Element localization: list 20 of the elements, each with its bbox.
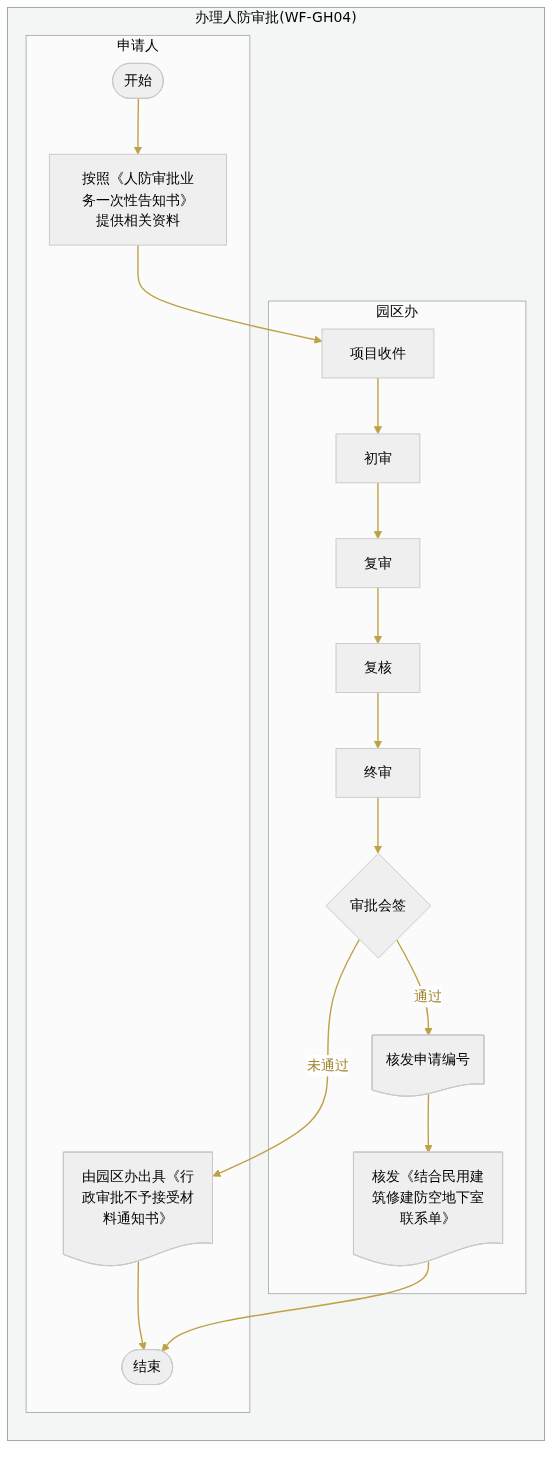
node-box: 项目收件 xyxy=(321,328,435,379)
node-box: 初审 xyxy=(335,433,421,484)
node-diamond: 审批会签 xyxy=(325,852,432,959)
node-box: 按照《人防审批业务一次性告知书》提供相关资料 xyxy=(48,153,227,246)
arrow xyxy=(212,938,360,1177)
node-box: 复审 xyxy=(335,538,421,589)
arrow xyxy=(373,482,383,540)
arrow xyxy=(424,1093,433,1153)
arrow xyxy=(137,244,323,344)
edge-label: 通过 xyxy=(414,987,443,1005)
arrow xyxy=(373,377,383,435)
node-box: 终审 xyxy=(335,747,421,798)
arrow xyxy=(137,1260,147,1351)
arrow xyxy=(373,691,383,749)
arrow xyxy=(373,796,383,854)
node-box: 复核 xyxy=(335,643,421,693)
arrow xyxy=(133,98,143,155)
arrow xyxy=(373,586,383,644)
edge-label: 未通过 xyxy=(306,1056,349,1074)
arrow xyxy=(161,1260,430,1352)
